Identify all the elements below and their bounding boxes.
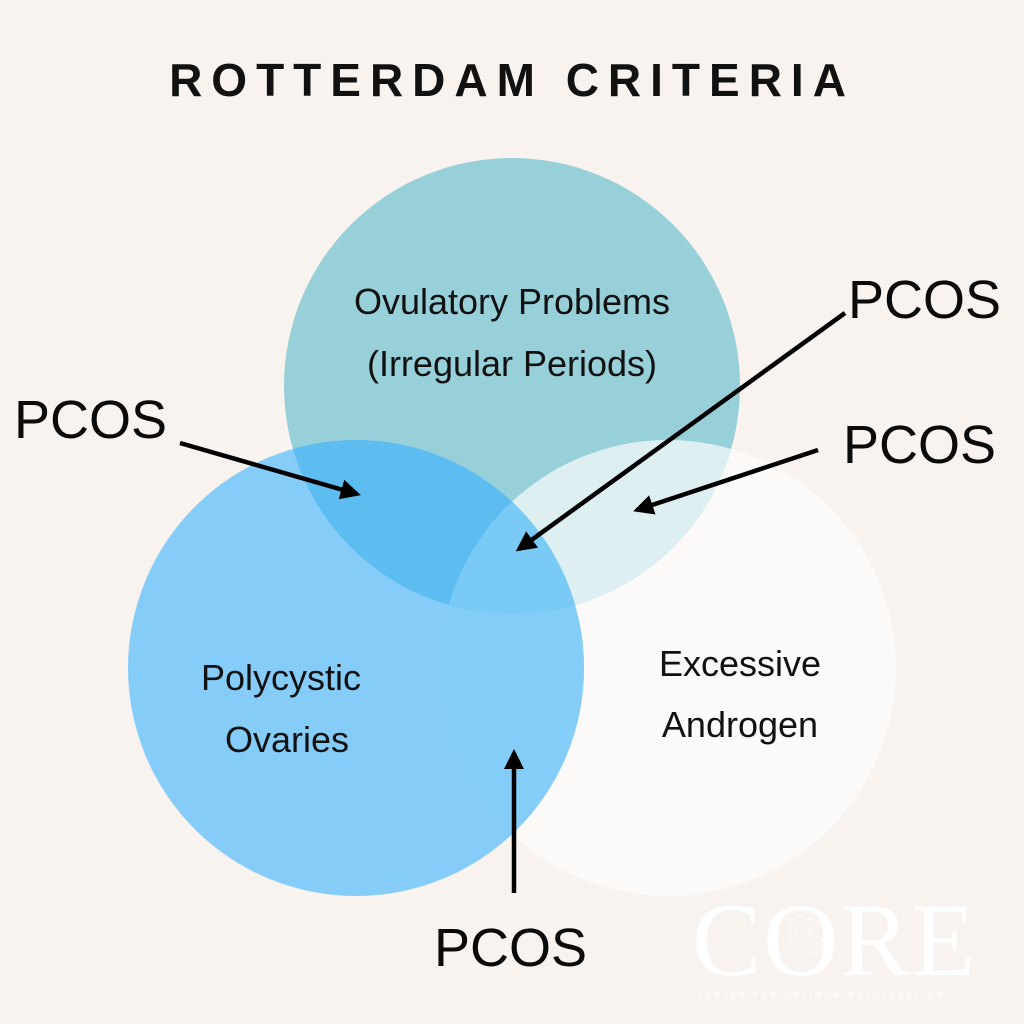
overlap-ovulatory-polycystic (284, 440, 584, 614)
arrow-right (633, 447, 819, 515)
pcos-label-top-right: PCOS (848, 270, 1001, 330)
page-title: ROTTERDAM CRITERIA (169, 54, 855, 106)
ovulatory-label-line1: Ovulatory Problems (354, 281, 670, 322)
core-logo: CORE CENTER FOR OPTIMUM REJUVENATION (692, 883, 977, 1000)
polycystic-label-line1: Polycystic (201, 657, 361, 698)
logo-text: CORE (692, 883, 977, 998)
androgen-label-line2: Androgen (662, 704, 818, 745)
overlap-ovulatory-androgen (440, 440, 740, 614)
arrow-top-right (515, 311, 847, 552)
pcos-label-left: PCOS (14, 390, 167, 450)
hexagon-lattice-icon (789, 909, 831, 957)
ovulatory-label-line2: (Irregular Periods) (367, 343, 657, 384)
pcos-label-right: PCOS (843, 415, 996, 475)
pcos-label-bottom: PCOS (434, 918, 587, 978)
logo-subtitle: CENTER FOR OPTIMUM REJUVENATION (697, 991, 945, 1000)
arrow-left (179, 440, 361, 500)
polycystic-label-line2: Ovaries (225, 719, 349, 760)
androgen-label-line1: Excessive (659, 643, 821, 684)
